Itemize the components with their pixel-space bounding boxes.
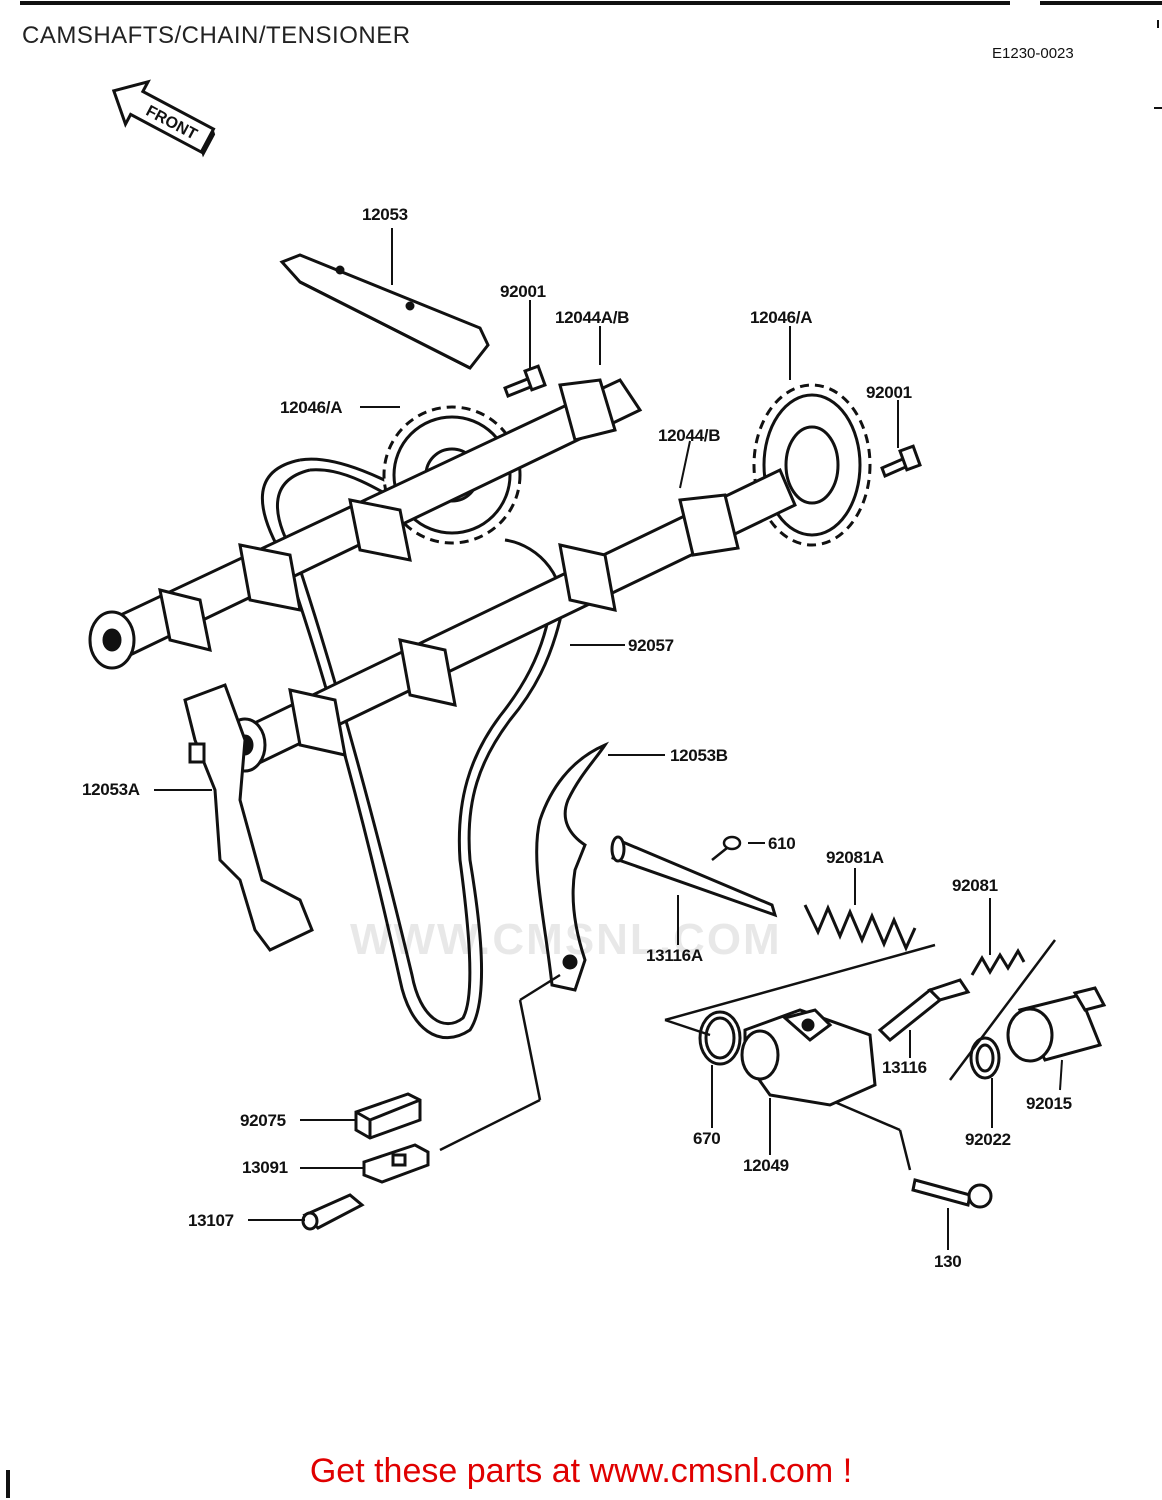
leader-lines (154, 228, 1063, 1250)
part-label-610: 610 (768, 834, 796, 853)
part-label-13116a: 13116A (646, 946, 703, 965)
sprocket-bolt-left (503, 364, 547, 398)
tensioner-guide (535, 741, 610, 992)
pin-13107 (301, 1193, 365, 1231)
part-label-12053: 12053 (362, 205, 408, 224)
front-arrow-icon: FRONT (111, 79, 216, 158)
tensioner-pushrod (610, 835, 778, 918)
watermark: WWW.CMSNL.COM (350, 915, 782, 964)
part-label-670: 670 (693, 1129, 721, 1148)
part-label-92015: 92015 (1026, 1094, 1072, 1113)
tensioner-cap (1006, 986, 1107, 1063)
tensioner-body (740, 1008, 877, 1107)
camshaft-lower (223, 467, 797, 773)
assembly-lines (439, 939, 1056, 1171)
part-label-12044ab: 12044A/B (555, 308, 630, 327)
part-label-92057: 92057 (628, 636, 674, 655)
right-cam-sprocket (752, 383, 872, 547)
part-label-92081: 92081 (952, 876, 998, 895)
bolt-130 (911, 1178, 993, 1209)
part-label-130: 130 (934, 1252, 962, 1271)
part-label-13091: 13091 (242, 1158, 288, 1177)
pin-610 (711, 835, 742, 861)
part-label-12053b: 12053B (670, 746, 728, 765)
block-92075 (354, 1092, 422, 1140)
diagram-code: E1230-0023 (992, 45, 1074, 62)
part-label-92022: 92022 (965, 1130, 1011, 1149)
o-ring-670 (698, 1010, 742, 1066)
scan-border (6, 1, 1162, 1498)
part-label-92081a: 92081A (826, 848, 884, 867)
part-label-92001-left: 92001 (500, 282, 546, 301)
page-title: CAMSHAFTS/CHAIN/TENSIONER (22, 22, 411, 49)
tensioner-plunger (877, 978, 971, 1043)
front-chain-guide (183, 683, 314, 952)
part-label-12049: 12049 (743, 1156, 789, 1175)
bracket-13091 (362, 1143, 430, 1184)
tensioner-spring-small (970, 947, 1026, 976)
part-label-13116: 13116 (882, 1058, 927, 1077)
get-parts-link[interactable]: Get these parts at www.cmsnl.com ! (309, 1452, 853, 1490)
part-label-12046a-right: 12046/A (750, 308, 813, 327)
washer-92022 (969, 1036, 1001, 1080)
tensioner-spring-large (803, 904, 917, 952)
part-label-12044b: 12044/B (658, 426, 721, 445)
part-label-12053a: 12053A (82, 780, 140, 799)
part-label-92075: 92075 (240, 1111, 286, 1130)
part-label-92001-right: 92001 (866, 383, 912, 402)
upper-chain-guide (279, 253, 490, 370)
part-label-13107: 13107 (188, 1211, 234, 1230)
sprocket-bolt-right (880, 444, 922, 479)
camshaft-upper (88, 378, 643, 670)
part-label-12046a-left: 12046/A (280, 398, 343, 417)
